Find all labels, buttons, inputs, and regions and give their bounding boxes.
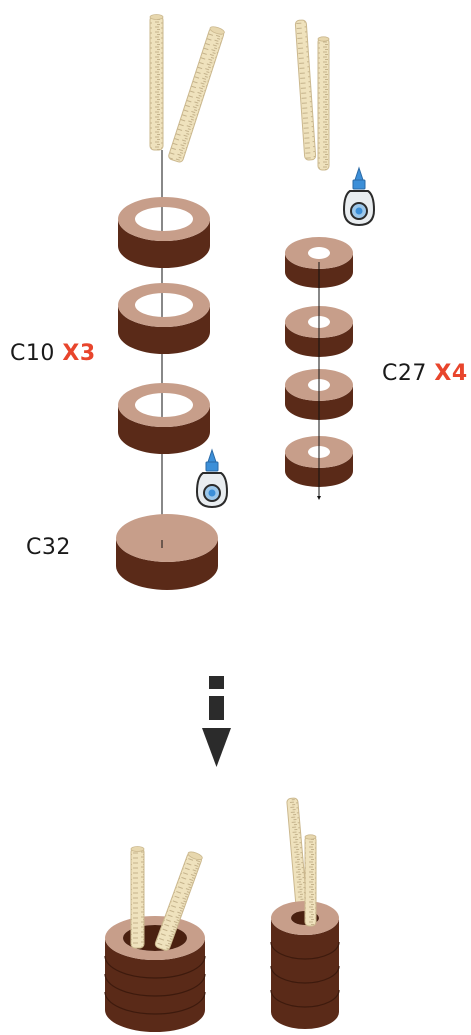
base-disc-label: C32 xyxy=(26,535,71,560)
base-disc-part xyxy=(116,514,218,590)
dowel-icon xyxy=(304,834,317,927)
large-ring-multiplier: X3 xyxy=(62,341,96,366)
large-ring-part xyxy=(118,197,210,268)
dowel-icon xyxy=(154,851,203,951)
small-ring-label: C27 X4 xyxy=(382,361,468,386)
large-ring-part xyxy=(118,383,210,454)
large-ring-label: C10 X3 xyxy=(10,341,96,366)
small-ring-multiplier: X4 xyxy=(434,361,468,386)
dowel-icon xyxy=(317,36,330,171)
dowel-icon xyxy=(149,14,164,151)
small-ring-code: C27 xyxy=(382,361,427,386)
large-ring-code: C10 xyxy=(10,341,55,366)
glue-bottle-icon xyxy=(195,448,229,509)
large-ring-part xyxy=(118,283,210,354)
dowel-icon xyxy=(130,846,145,949)
assembled-large-stack xyxy=(104,916,206,1032)
assembled-small-stack xyxy=(270,901,340,1029)
dowel-icon xyxy=(294,19,317,161)
arrow-down-icon xyxy=(202,676,231,767)
dowel-icon xyxy=(168,26,225,163)
base-disc-code: C32 xyxy=(26,535,71,560)
glue-bottle-icon xyxy=(342,166,376,227)
